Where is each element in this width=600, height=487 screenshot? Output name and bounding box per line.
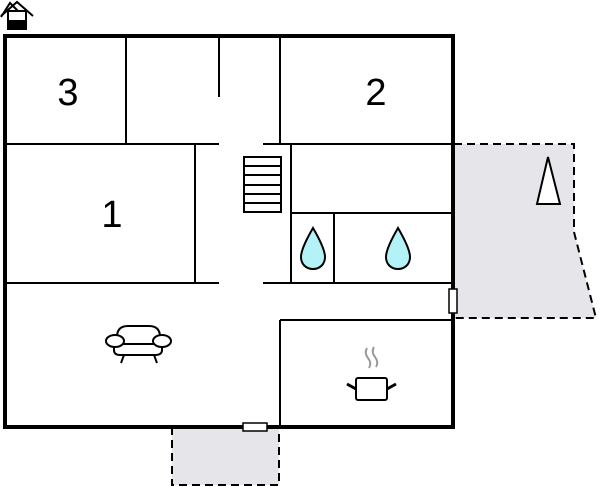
sofa-icon xyxy=(105,325,172,364)
room-label-2: 2 xyxy=(365,72,386,114)
side-terrace xyxy=(454,144,596,318)
outer-walls xyxy=(3,34,455,429)
water-drop-icon xyxy=(299,226,327,271)
water-drop-icon xyxy=(384,226,412,271)
front-door[interactable] xyxy=(242,422,268,432)
side-door[interactable] xyxy=(448,288,458,314)
front-entrance-terrace xyxy=(172,427,279,485)
interior-walls xyxy=(5,36,453,427)
room-label-1: 1 xyxy=(101,194,122,236)
tree-icon xyxy=(535,156,562,205)
house-floor-icon xyxy=(0,0,34,30)
cooking-pot-icon xyxy=(346,346,397,401)
stairs-icon xyxy=(243,156,282,213)
room-label-3: 3 xyxy=(57,72,78,114)
